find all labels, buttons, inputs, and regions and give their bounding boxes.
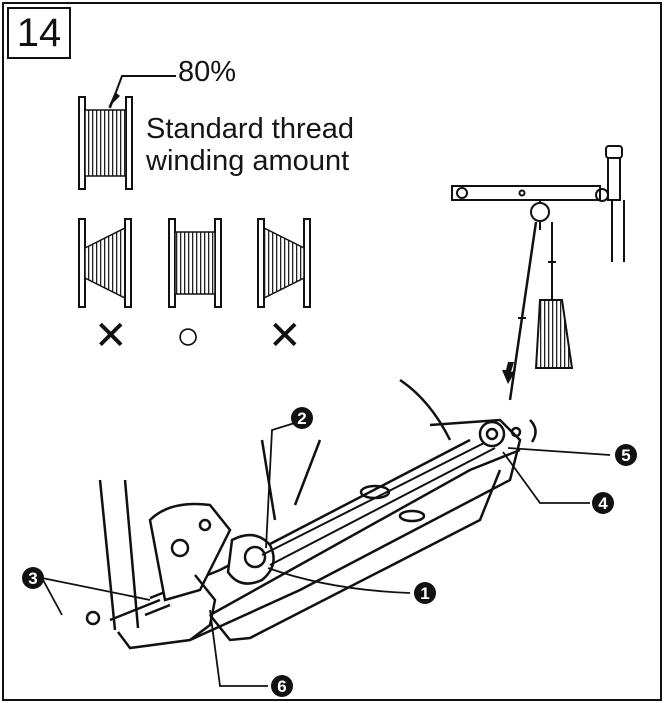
svg-text:4: 4: [598, 494, 608, 513]
callout-4: 4: [592, 492, 614, 514]
step-number: 14: [7, 7, 71, 59]
caption-line-1: Standard thread: [146, 113, 354, 145]
bobbin-winder-base-icon: [85, 378, 537, 650]
svg-text:2: 2: [297, 409, 306, 428]
svg-text:5: 5: [621, 446, 630, 465]
callout-6: 6: [271, 675, 293, 697]
standard-bobbin-icon: [78, 75, 176, 190]
svg-text:6: 6: [277, 677, 286, 696]
incorrect-mark-right: ✕: [268, 314, 302, 358]
svg-text:3: 3: [28, 569, 37, 588]
thread-direction-arrow-icon: [502, 362, 516, 384]
bobbin-tapered-left-icon: [78, 218, 132, 308]
callout-2: 2: [291, 407, 313, 429]
callout-3: 3: [22, 567, 44, 589]
bobbin-correct-icon: [168, 218, 222, 308]
caption-line-2: winding amount: [146, 145, 350, 177]
incorrect-mark-left: ✕: [94, 314, 128, 358]
bobbin-tapered-right-icon: [257, 218, 311, 308]
fill-percent-label: 80%: [178, 56, 237, 88]
correct-mark: ○: [176, 314, 201, 358]
svg-text:1: 1: [420, 584, 429, 603]
thread-stand-icon: [451, 145, 625, 401]
callout-1: 1: [414, 582, 436, 604]
callout-5: 5: [615, 444, 637, 466]
callout-leaders: [41, 421, 611, 687]
